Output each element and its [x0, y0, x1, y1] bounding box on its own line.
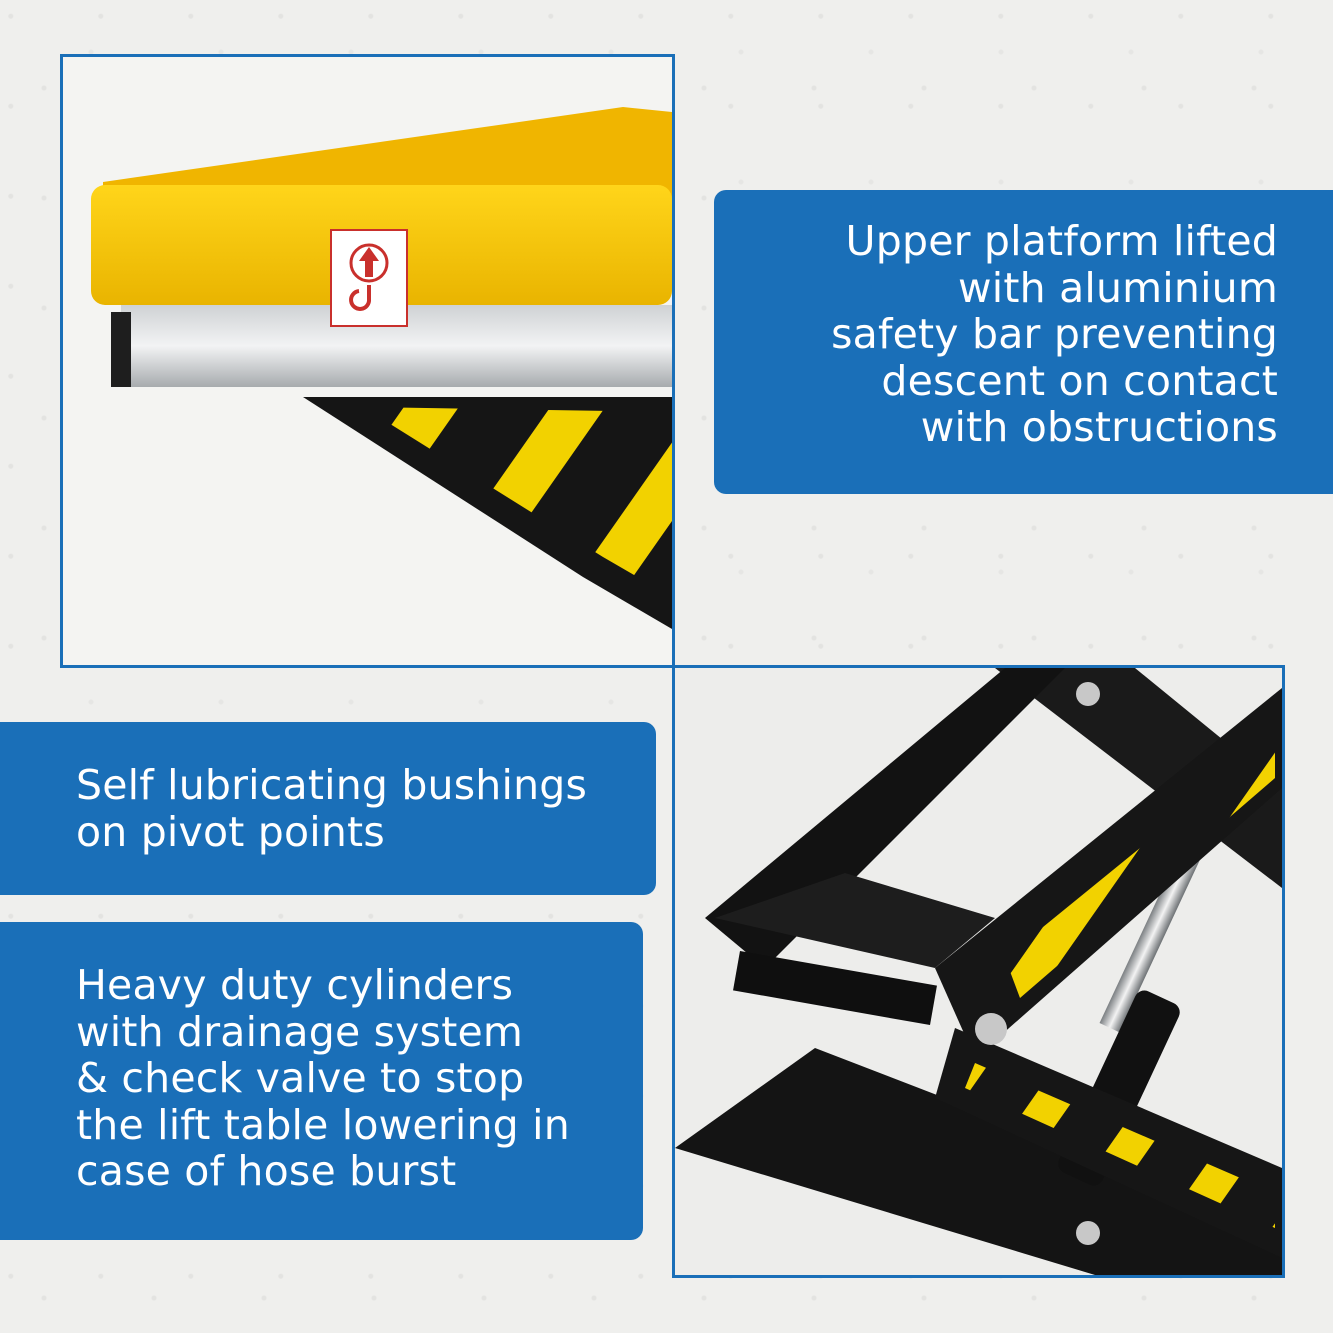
callout-safety-bar-line-3: safety bar preventing — [831, 310, 1278, 358]
callout-cylinders-line-3: & check valve to stop — [76, 1054, 525, 1102]
callout-cylinders: Heavy duty cylinders with drainage syste… — [0, 922, 643, 1240]
photo-scissor-mechanism — [672, 665, 1285, 1278]
callout-safety-bar-line-2: with aluminium — [958, 263, 1278, 312]
callout-safety-bar-line-4: descent on contact — [881, 356, 1278, 405]
photo-platform-edge — [60, 54, 675, 668]
callout-bushings-line-1: Self lubricating bushings — [76, 761, 588, 809]
lifting-hook-arrow-icon — [330, 229, 408, 327]
callout-cylinders-line-4: the lift table lowering in — [76, 1100, 570, 1149]
callout-bushings-line-2: on pivot points — [76, 807, 385, 856]
callout-safety-bar: Upper platform lifted with aluminium saf… — [714, 190, 1333, 494]
scissor-illustration — [675, 668, 1282, 1275]
callout-safety-bar-line-5: with obstructions — [920, 403, 1278, 451]
callout-bushings: Self lubricating bushings on pivot point… — [0, 722, 656, 895]
callout-safety-bar-line-1: Upper platform lifted — [845, 217, 1278, 265]
callout-cylinders-line-5: case of hose burst — [76, 1147, 457, 1195]
platform-illustration — [91, 107, 672, 629]
callout-cylinders-line-2: with drainage system — [76, 1007, 524, 1056]
callout-cylinders-line-1: Heavy duty cylinders — [76, 961, 514, 1009]
